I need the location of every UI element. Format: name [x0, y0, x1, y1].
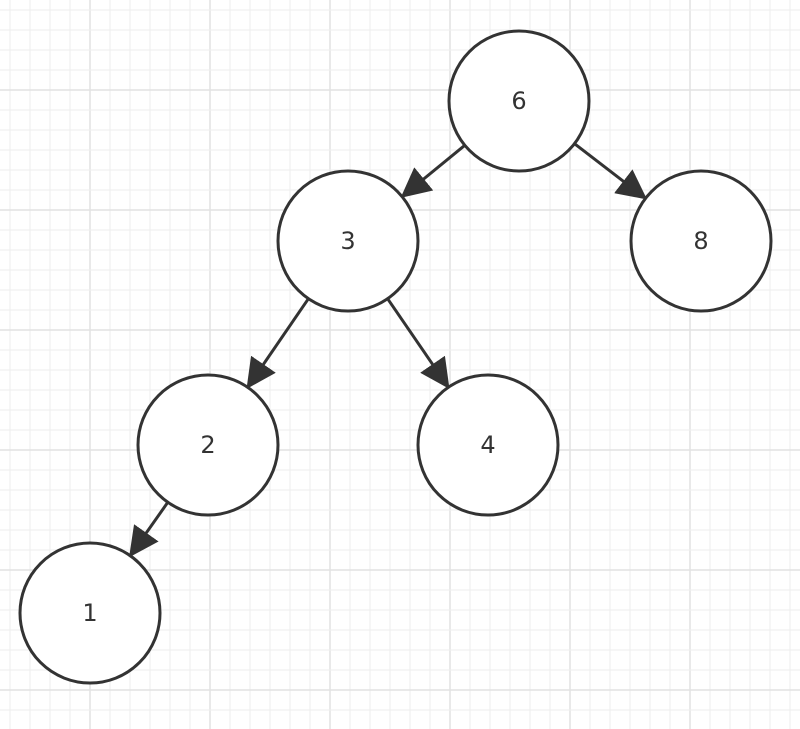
edges [129, 142, 648, 558]
node-label: 8 [693, 227, 708, 255]
node-label: 3 [340, 227, 355, 255]
node-label: 2 [200, 431, 215, 459]
node-circle [416, 373, 560, 517]
tree-node-8: 8 [629, 169, 773, 313]
edge-arrow-n6-n8 [573, 142, 648, 200]
edge-arrow-n6-n3 [400, 144, 466, 198]
node-label: 1 [82, 599, 97, 627]
node-circle [629, 169, 773, 313]
tree-node-2: 2 [136, 373, 280, 517]
edge-arrow-n2-n1 [129, 501, 170, 558]
node-label: 6 [511, 87, 526, 115]
tree-node-6: 6 [447, 29, 591, 173]
edge-arrow-n3-n4 [386, 297, 450, 389]
node-label: 4 [480, 431, 495, 459]
tree-node-1: 1 [18, 541, 162, 685]
tree-node-3: 3 [276, 169, 420, 313]
node-circle [276, 169, 420, 313]
node-circle [136, 373, 280, 517]
tree-node-4: 4 [416, 373, 560, 517]
edge-arrow-n3-n2 [246, 297, 310, 389]
node-circle [447, 29, 591, 173]
nodes: 6 3 8 2 4 1 [18, 29, 773, 685]
node-circle [18, 541, 162, 685]
